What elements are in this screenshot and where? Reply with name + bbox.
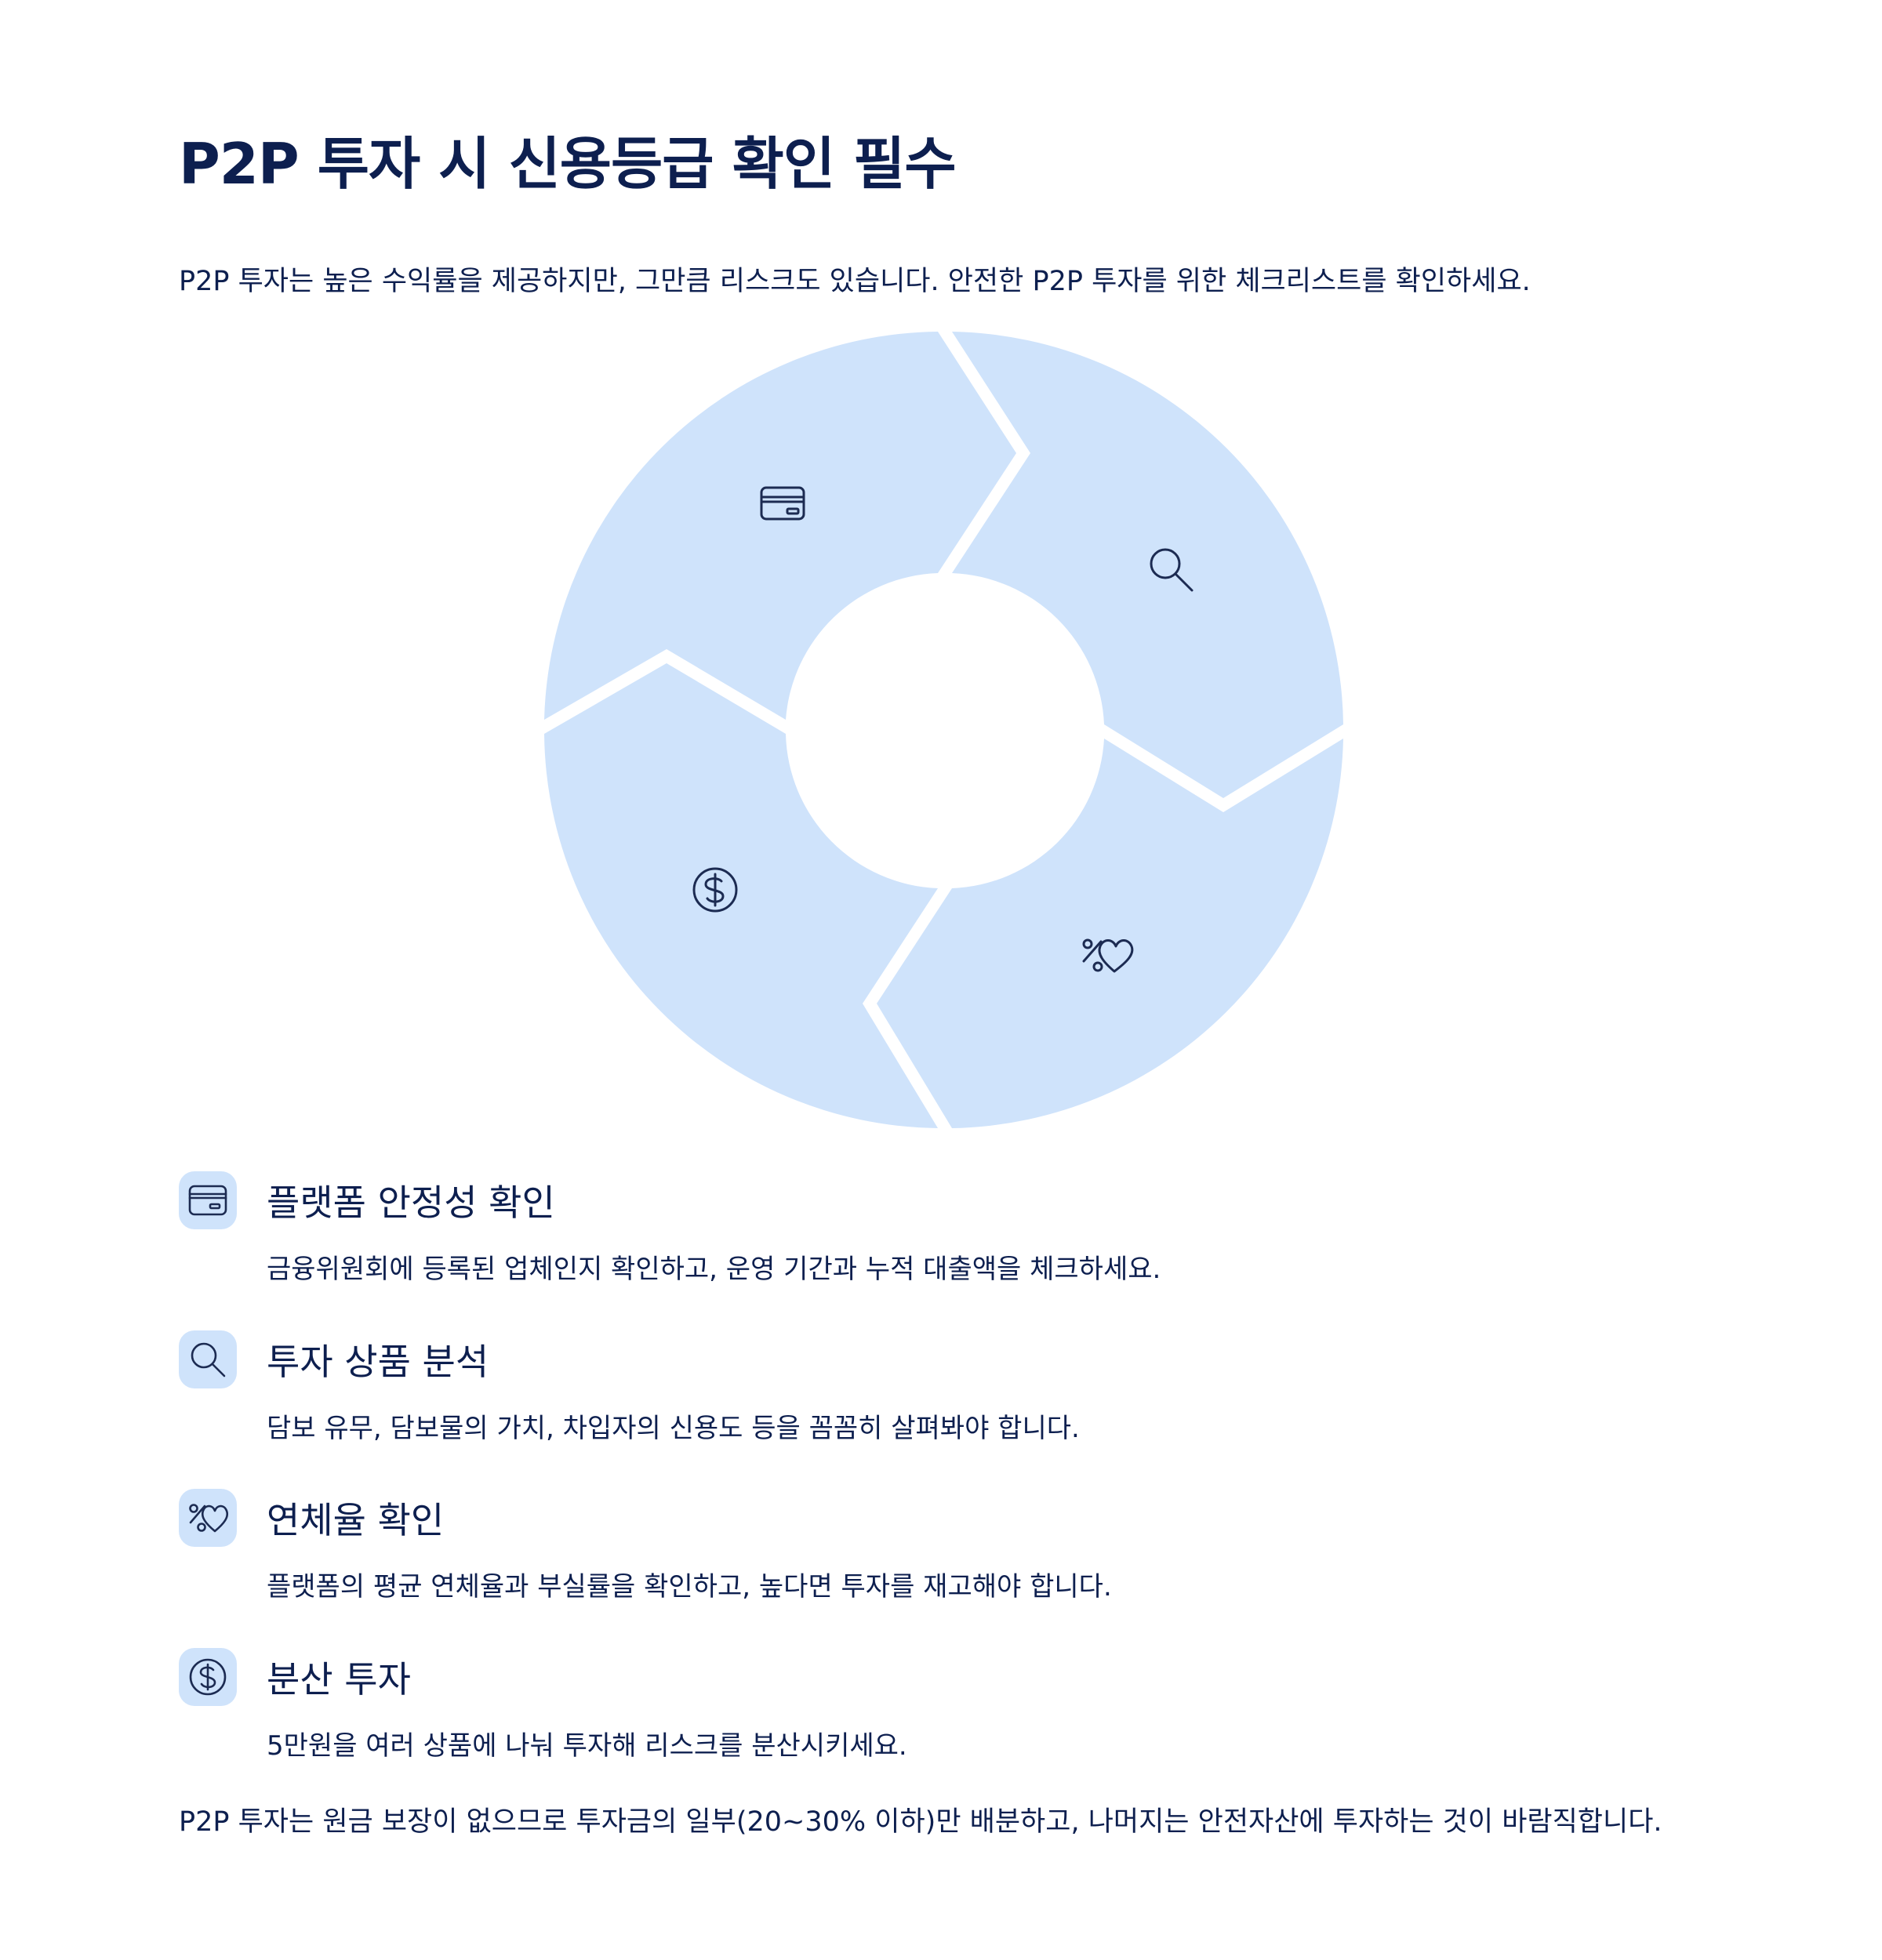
page-title: P2P 투자 시 신용등급 확인 필수 [179,131,957,197]
footer-note: P2P 투자는 원금 보장이 없으므로 투자금의 일부(20~30% 이하)만 … [179,1806,1662,1838]
page-subtitle: P2P 투자는 높은 수익률을 제공하지만, 그만큼 리스크도 있습니다. 안전… [179,266,1531,297]
segment-diversification [544,663,938,1128]
search-icon [1150,548,1194,592]
item-title: 연체율 확인 [267,1499,445,1541]
item-description: 5만원을 여러 상품에 나눠 투자해 리스크를 분산시키세요. [267,1730,907,1762]
cycle-diagram [544,332,1343,1128]
search-icon [179,1330,237,1388]
percent-heart-icon [179,1489,237,1547]
segment-analysis [952,332,1343,798]
dollar-coin-icon [692,867,738,913]
item-description: 플랫폼의 평균 연체율과 부실률을 확인하고, 높다면 투자를 재고해야 합니다… [267,1571,1112,1602]
item-title: 플랫폼 안정성 확인 [267,1181,555,1224]
segment-platform [544,332,1016,720]
segment-delinquency [877,739,1343,1128]
item-title: 투자 상품 분석 [267,1341,489,1383]
percent-heart-icon [1082,938,1134,973]
dollar-coin-icon [179,1648,237,1706]
item-description: 담보 유무, 담보물의 가치, 차입자의 신용도 등을 꼼꼼히 살펴봐야 합니다… [267,1413,1080,1444]
item-title: 분산 투자 [267,1658,411,1700]
item-description: 금융위원회에 등록된 업체인지 확인하고, 운영 기간과 누적 대출액을 체크하… [267,1254,1161,1285]
credit-card-icon [760,486,805,521]
credit-card-icon [179,1171,237,1229]
